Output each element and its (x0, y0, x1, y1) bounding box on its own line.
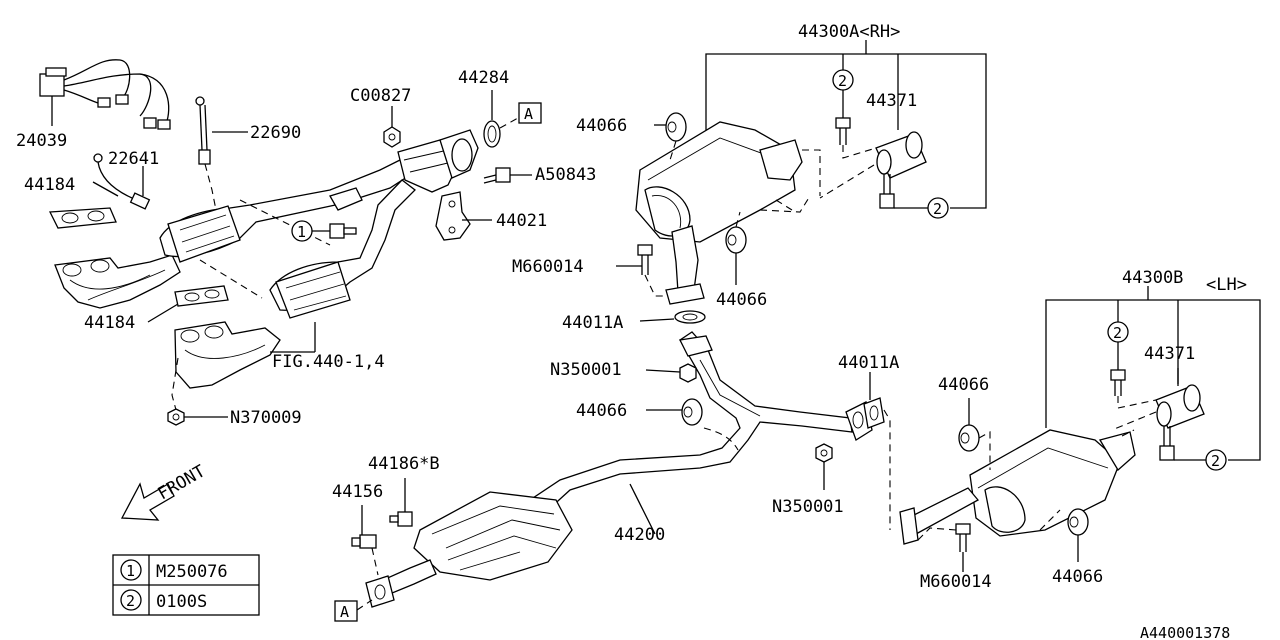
center-exhaust-pipe-44200 (365, 331, 873, 608)
gasket-44184-upper (48, 207, 117, 229)
label-44184-bottom: 44184 (84, 313, 135, 333)
svg-text:2: 2 (933, 200, 942, 218)
label-44186: 44186*B (368, 454, 440, 474)
svg-text:2: 2 (838, 72, 847, 90)
svg-text:1: 1 (297, 223, 306, 241)
label-22641: 22641 (108, 149, 159, 169)
label-44066-lh-top: 44066 (938, 375, 989, 395)
label-44184-top: 44184 (24, 175, 75, 195)
guide-line-center-pipe (703, 427, 739, 451)
drawing-number: A440001378 (1140, 624, 1230, 640)
exhaust-manifold-upper (54, 254, 181, 309)
hanger-44066-rh-bottom (725, 211, 747, 285)
label-m660014-lh: M660014 (920, 572, 992, 592)
tailpipe-44371-rh (819, 131, 927, 199)
label-44011a-right: 44011A (838, 353, 899, 373)
label-44200: 44200 (614, 525, 665, 545)
bracket-lines-44300a (705, 40, 987, 209)
svg-text:2: 2 (1113, 324, 1122, 342)
label-a50843: A50843 (535, 165, 596, 185)
gasket-ring-44284 (483, 90, 519, 148)
hanger-44066-lh-bottom (1067, 508, 1089, 562)
bolt-44186 (389, 478, 413, 527)
label-44156: 44156 (332, 482, 383, 502)
muffler-lh-44300b (899, 429, 1136, 545)
legend-symbol-2: 2 (126, 592, 135, 610)
label-44300a-rh: 44300A<RH> (798, 22, 900, 42)
hanger-44066-center (646, 398, 703, 426)
legend-symbol-1-icon (120, 559, 142, 581)
hanger-44066-lh-top (958, 398, 991, 470)
muffler-rh-44300a (635, 121, 821, 305)
reference-marker-a-bottom: A (334, 599, 373, 622)
o2-sensor-22690 (195, 96, 248, 211)
bolt-0100s-rh-bottom: 2 (879, 174, 949, 219)
o2-sensor-22641 (92, 153, 151, 210)
bolt-0100s-lh-bottom: 2 (1159, 426, 1227, 471)
callout-1-icon (291, 220, 313, 242)
nut-n370009 (167, 408, 228, 426)
o2-sensor-harness-24039 (39, 59, 171, 130)
label-fig-440: FIG.440-1,4 (272, 352, 385, 372)
label-n350001-right: N350001 (772, 497, 844, 517)
label-44011a-left: 44011A (562, 313, 623, 333)
legend-table: 1 M250076 2 0100S (112, 554, 260, 616)
legend-symbol-1: 1 (126, 562, 135, 580)
label-44066-lh-bottom: 44066 (1052, 567, 1103, 587)
nut-n350001-right (815, 443, 833, 490)
bracket-44021 (435, 191, 492, 241)
legend-part-2: 0100S (156, 592, 207, 612)
gasket-44184-lower (147, 285, 229, 323)
nut-c00827 (383, 106, 401, 148)
legend-part-1: M250076 (156, 562, 228, 582)
front-exhaust-pipe-with-catalysts (159, 129, 479, 353)
svg-text:2: 2 (1211, 452, 1220, 470)
label-44066-center: 44066 (576, 401, 627, 421)
label-lh: <LH> (1206, 275, 1247, 295)
guide-line-pipe (239, 199, 331, 246)
label-44371-rh: 44371 (866, 91, 917, 111)
guide-line-center (199, 259, 263, 299)
front-direction-arrow-icon: FRONT (120, 461, 209, 521)
bolt-0100s-rh-top: 2 (832, 69, 877, 159)
svg-text:FRONT: FRONT (155, 461, 209, 504)
guide-line-manifold (171, 357, 179, 411)
label-n370009: N370009 (230, 408, 302, 428)
bolt-m660014-rh (616, 244, 668, 297)
hanger-44066-rh-top (654, 112, 687, 161)
nut-n350001-left (645, 363, 697, 383)
bracket-lines-44300b (1045, 286, 1261, 461)
label-44300b: 44300B (1122, 268, 1183, 288)
label-44284: 44284 (458, 68, 509, 88)
label-22690: 22690 (250, 123, 301, 143)
bolt-44156 (351, 505, 379, 576)
label-c00827: C00827 (350, 86, 411, 106)
svg-text:A: A (340, 603, 349, 621)
svg-text:A: A (524, 105, 533, 123)
bolt-0100s-lh-top: 2 (1107, 321, 1157, 409)
gasket-44011a-left (639, 310, 706, 324)
bolt-m250076: 1 (291, 220, 357, 242)
gasket-44011a-right (863, 372, 891, 530)
bolt-a50843 (483, 167, 532, 184)
callout-2-icon (927, 197, 949, 219)
label-24039: 24039 (16, 131, 67, 151)
tailpipe-44371-lh (1111, 368, 1205, 431)
label-n350001-left: N350001 (550, 360, 622, 380)
exhaust-manifold-lower (174, 321, 281, 389)
legend-symbol-2-icon (120, 589, 142, 611)
callout-2-icon (1205, 449, 1227, 471)
label-m660014-rh: M660014 (512, 257, 584, 277)
bolt-m660014-lh (917, 523, 971, 572)
label-44371-lh: 44371 (1144, 344, 1195, 364)
reference-marker-a-top: A (518, 102, 542, 124)
label-44066-rh-bottom: 44066 (716, 290, 767, 310)
part-labels: 24039 22690 22641 44184 44184 C00827 442… (16, 22, 1247, 640)
label-44021: 44021 (496, 211, 547, 231)
label-44066-rh-top: 44066 (576, 116, 627, 136)
